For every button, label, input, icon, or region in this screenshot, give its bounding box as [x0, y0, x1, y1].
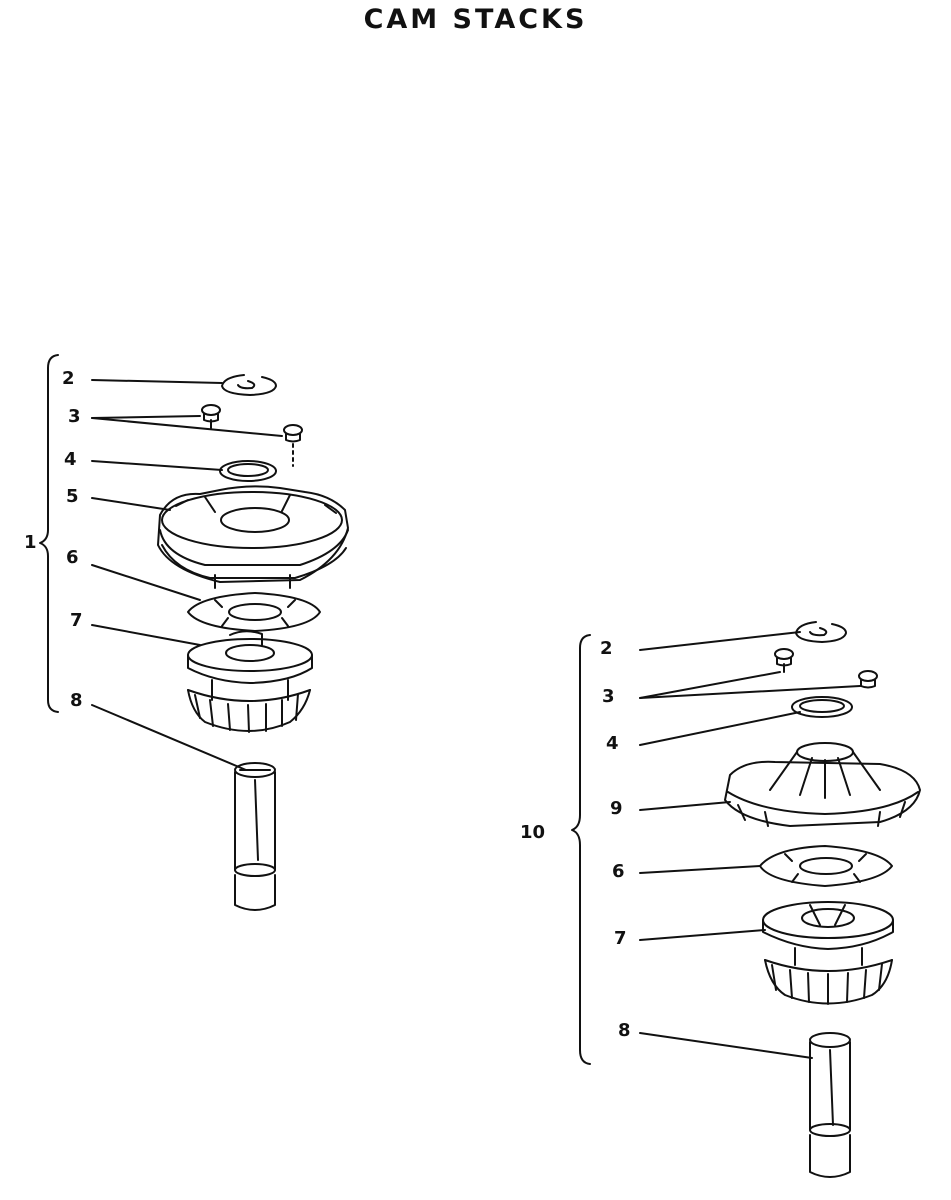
leader-left-3a: [91, 415, 201, 419]
right-part-6-plate: [759, 845, 893, 887]
left-callout-5: 5: [66, 486, 79, 507]
leader-right-9: [639, 801, 731, 811]
right-part-7-gear: [762, 901, 894, 1005]
leader-right-3a: [639, 671, 781, 699]
left-assembly-number: 1: [24, 532, 37, 553]
right-assembly-number: 10: [520, 822, 546, 843]
leader-left-6: [91, 564, 201, 601]
right-callout-2: 2: [600, 638, 613, 659]
page-title: CAM STACKS: [363, 4, 588, 35]
left-part-2-e-clip: [221, 374, 277, 396]
leader-left-3b: [91, 417, 283, 437]
right-part-8-shaft: [809, 1032, 851, 1178]
left-part-7-gear: [187, 630, 313, 733]
left-callout-7: 7: [70, 610, 83, 631]
left-part-3-screws: [201, 404, 303, 467]
right-part-3-screws: [774, 648, 878, 689]
left-callout-6: 6: [66, 547, 79, 568]
right-part-2-e-clip: [795, 621, 847, 643]
leader-right-2: [639, 631, 801, 651]
left-callout-8: 8: [70, 690, 83, 711]
right-callout-8: 8: [618, 1020, 631, 1041]
leader-right-3b: [639, 685, 861, 699]
leader-right-8: [639, 1032, 813, 1059]
right-callout-4: 4: [606, 733, 619, 754]
left-part-4-washer: [219, 460, 277, 482]
left-part-6-plate: [187, 592, 321, 632]
left-callout-4: 4: [64, 449, 77, 470]
leader-right-4: [639, 711, 801, 746]
right-part-9-cam-hub: [724, 742, 921, 827]
right-callout-9: 9: [610, 798, 623, 819]
leader-left-2: [91, 379, 223, 384]
left-part-5-cam-stack: [157, 485, 349, 589]
right-assembly-bracket: [571, 634, 591, 1065]
leader-left-4: [91, 460, 223, 471]
right-callout-6: 6: [612, 861, 625, 882]
right-callout-7: 7: [614, 928, 627, 949]
left-callout-3: 3: [68, 406, 81, 427]
right-part-4-washer: [791, 696, 853, 718]
right-callout-3: 3: [602, 686, 615, 707]
left-part-8-shaft: [234, 762, 276, 911]
left-assembly-bracket: [39, 354, 59, 713]
leader-right-7: [639, 929, 766, 941]
leader-left-5: [91, 497, 171, 511]
left-callout-2: 2: [62, 368, 75, 389]
leader-left-7: [91, 624, 201, 646]
leader-left-8: [91, 704, 247, 771]
leader-right-6: [639, 865, 761, 874]
